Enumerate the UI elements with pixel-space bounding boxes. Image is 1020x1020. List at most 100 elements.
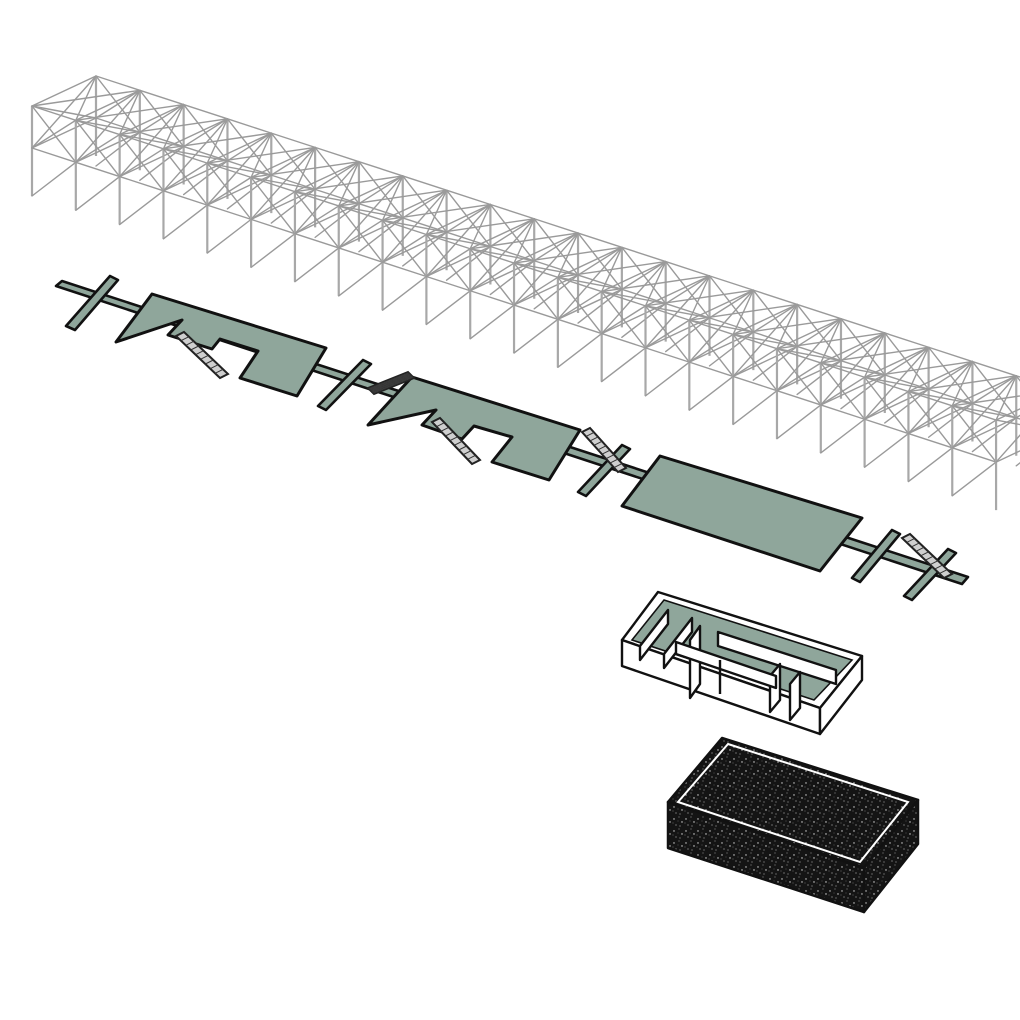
frame-member [445, 245, 492, 281]
stair-tread [467, 454, 476, 460]
frame-member [226, 118, 272, 176]
frame-member [314, 188, 360, 205]
module-right-face [818, 654, 864, 736]
frame-member [907, 447, 953, 483]
frame-member [557, 246, 623, 279]
frame-member [971, 417, 1017, 453]
frame-member [314, 202, 360, 239]
frame-member [250, 176, 296, 193]
stair-1 [174, 330, 230, 380]
module-partitions [638, 608, 838, 722]
cross-walkway-5 [902, 547, 958, 602]
stair-tread [920, 551, 929, 557]
frame-member [884, 374, 930, 390]
stair-tread [372, 376, 413, 394]
frame-member [425, 233, 471, 250]
frame-member [951, 360, 974, 407]
frame-member [381, 175, 404, 221]
frame-member [907, 346, 930, 393]
frame-member [820, 317, 842, 364]
frame-member [863, 418, 910, 435]
frame-member [445, 189, 492, 206]
frame-member [118, 190, 165, 226]
frame-member [489, 245, 535, 262]
frame-member [971, 360, 1017, 419]
frame-member [139, 145, 185, 181]
frame-member [732, 303, 798, 336]
frame-member [206, 162, 252, 221]
frame-member [338, 205, 384, 263]
frame-member [776, 389, 822, 406]
frame-member [75, 75, 97, 121]
frame-member [995, 450, 1020, 463]
frame-member [688, 319, 734, 378]
frame-member [338, 175, 404, 207]
frame-member [118, 133, 165, 150]
frame-member [995, 375, 1017, 421]
soil-top-inner-edge [676, 742, 910, 864]
frame-member [664, 260, 711, 277]
frame-member [381, 219, 428, 236]
frame-member [206, 204, 252, 221]
frame-member [951, 405, 997, 421]
frame-member [139, 131, 185, 148]
frame-member [752, 289, 798, 348]
frame-member [621, 288, 667, 305]
frame-member [776, 404, 822, 440]
stair-tread [373, 376, 414, 394]
frame-member [182, 160, 229, 196]
frame-member [513, 262, 559, 321]
frame-member [884, 332, 930, 348]
stair-tread [589, 436, 599, 442]
frame-member [118, 103, 185, 136]
stair-tread [205, 359, 214, 365]
frame-member [294, 190, 340, 249]
frame-member [577, 232, 623, 249]
frame-member [294, 232, 340, 249]
frame-member [644, 260, 667, 307]
soil-right-face [862, 798, 920, 914]
frame-member [402, 175, 448, 233]
frame-member [557, 318, 603, 335]
frame-member [206, 118, 229, 164]
frame-member [250, 218, 296, 235]
frame-member [469, 203, 492, 250]
frame-member [732, 389, 778, 426]
frame-member [489, 203, 535, 262]
stair-tread [925, 555, 934, 561]
floor-slab-1 [114, 292, 328, 398]
stair-tread [445, 431, 454, 437]
frame-member [577, 232, 623, 291]
frame-member [971, 360, 1017, 377]
frame-member [226, 118, 272, 134]
frame-member [358, 160, 404, 177]
stair-tread [929, 560, 939, 566]
frame-member [776, 347, 822, 406]
frame-member [884, 388, 930, 424]
frame-member [951, 417, 1017, 449]
frame-member [118, 89, 141, 136]
frame-member [250, 132, 272, 179]
frame-member [863, 376, 910, 435]
frame-member [688, 361, 734, 378]
stair-tread [370, 374, 411, 392]
floor-slab-2 [366, 375, 582, 482]
frame-member [513, 232, 579, 264]
frame-member [600, 290, 647, 307]
stair-tread [915, 546, 925, 552]
frame-member [533, 274, 579, 310]
frame-member [358, 160, 404, 219]
frame-member [820, 362, 866, 378]
frame-member [75, 89, 141, 121]
frame-member [820, 362, 866, 420]
frame-member [732, 333, 778, 350]
frame-member [162, 118, 229, 150]
stair-tread [371, 374, 412, 392]
frame-member [600, 260, 667, 293]
stair-tread [585, 431, 595, 437]
frame-member [358, 202, 404, 219]
earth-block [666, 736, 920, 914]
frame-member [162, 204, 208, 240]
frame-member [206, 162, 252, 179]
